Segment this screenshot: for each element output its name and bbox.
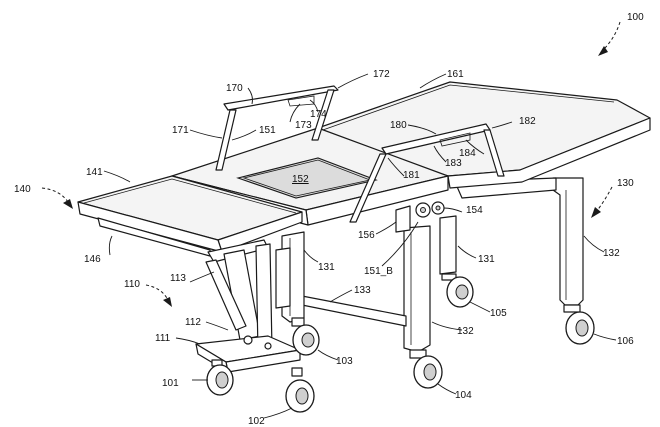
label-183: 183 bbox=[445, 158, 462, 169]
label-106: 106 bbox=[617, 336, 634, 347]
side-rail-133 bbox=[301, 295, 407, 327]
label-141: 141 bbox=[86, 167, 103, 178]
label-111: 111 bbox=[155, 333, 171, 344]
label-173: 173 bbox=[295, 120, 312, 131]
handle-170 bbox=[215, 85, 339, 171]
rear-leg-131 bbox=[439, 215, 457, 275]
label-174: 174 bbox=[310, 109, 327, 120]
label-131-front: 131 bbox=[318, 262, 335, 273]
label-152: 152 bbox=[292, 174, 309, 185]
handle-grip-183 bbox=[439, 132, 471, 147]
label-101: 101 bbox=[162, 378, 179, 389]
label-113: 113 bbox=[170, 273, 186, 284]
label-171: 171 bbox=[172, 125, 189, 136]
mid-leg-132 bbox=[403, 225, 431, 353]
label-181: 181 bbox=[403, 170, 420, 181]
label-110: 110 bbox=[124, 279, 140, 290]
handle-180 bbox=[349, 123, 505, 223]
label-130: 130 bbox=[617, 178, 634, 189]
label-151: 151 bbox=[259, 125, 276, 136]
label-151B: 151_B bbox=[364, 266, 393, 277]
label-132-mid: 132 bbox=[457, 326, 474, 337]
label-100: 100 bbox=[627, 12, 644, 23]
label-154: 154 bbox=[466, 205, 483, 216]
actuator-156 bbox=[395, 205, 411, 233]
label-156: 156 bbox=[358, 230, 375, 241]
leader-lines bbox=[103, 73, 617, 419]
leg-section-140 bbox=[77, 175, 303, 257]
rear-leg-132 bbox=[552, 177, 584, 306]
hinge-assembly-154 bbox=[395, 201, 445, 233]
label-170: 170 bbox=[226, 83, 243, 94]
assembly-arrow-130 bbox=[591, 186, 613, 218]
label-180: 180 bbox=[390, 120, 407, 131]
castor-105 bbox=[441, 273, 474, 308]
label-184: 184 bbox=[459, 148, 476, 159]
castor-103 bbox=[291, 317, 320, 356]
castor-101 bbox=[206, 359, 234, 396]
label-172: 172 bbox=[373, 69, 390, 80]
reference-numerals: 100 101 102 103 104 105 106 110 111 112 … bbox=[14, 12, 644, 427]
assembly-arrow-100 bbox=[598, 21, 621, 56]
label-146: 146 bbox=[84, 254, 101, 265]
lift-mechanism-110 bbox=[195, 239, 301, 373]
label-161: 161 bbox=[447, 69, 464, 80]
label-102: 102 bbox=[248, 416, 265, 427]
label-133: 133 bbox=[354, 285, 371, 296]
label-132-rear: 132 bbox=[603, 248, 620, 259]
castor-102 bbox=[285, 367, 315, 413]
strut-113 bbox=[205, 259, 247, 331]
label-140: 140 bbox=[14, 184, 31, 195]
label-105: 105 bbox=[490, 308, 507, 319]
handle-arm-171 bbox=[215, 109, 237, 171]
assembly-arrow-140 bbox=[41, 187, 73, 209]
assembly-arrow-110 bbox=[145, 284, 172, 307]
label-104: 104 bbox=[455, 390, 472, 401]
castor-106 bbox=[563, 304, 595, 345]
label-182: 182 bbox=[519, 116, 536, 127]
label-103: 103 bbox=[336, 356, 353, 367]
label-112: 112 bbox=[185, 317, 201, 328]
label-131-rear: 131 bbox=[478, 254, 495, 265]
castor-104 bbox=[409, 349, 443, 389]
